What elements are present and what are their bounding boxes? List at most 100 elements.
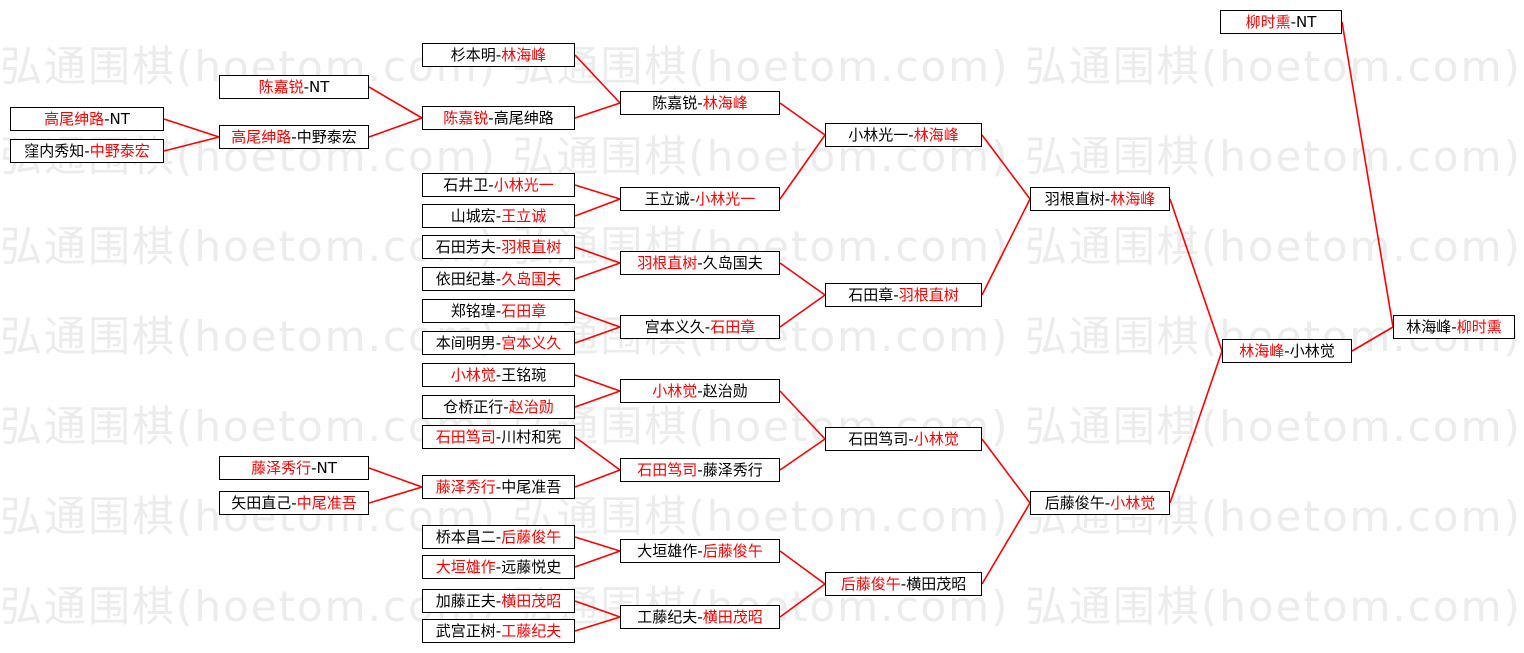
winner-name: 林海峰 (702, 94, 748, 112)
match-box: 本间明男-宫本义久 (422, 331, 575, 355)
connector-line (368, 467, 423, 488)
separator: - (697, 254, 703, 272)
connector-line (981, 438, 1031, 504)
separator: - (495, 302, 502, 320)
separator: - (908, 126, 914, 144)
connector-line (779, 390, 826, 440)
connector-line (163, 118, 220, 138)
winner-name: 小林光一 (695, 190, 756, 208)
connector-line (574, 198, 621, 217)
loser-name: 王立诚 (644, 190, 690, 208)
separator: - (488, 109, 494, 127)
connector-line (574, 326, 621, 344)
connector-line (574, 390, 621, 408)
loser-name: 杉本明 (450, 46, 496, 64)
winner-name: 石田章 (710, 318, 756, 336)
winner-name: 小林觉 (450, 366, 496, 384)
winner-name: 后藤俊午 (501, 528, 562, 546)
separator: - (84, 142, 90, 160)
winner-name: 横田茂昭 (702, 608, 763, 626)
connector-line (574, 246, 621, 264)
match-box: 宫本义久-石田章 (620, 315, 780, 339)
separator: - (495, 46, 502, 64)
separator: - (1104, 190, 1111, 208)
separator: - (495, 207, 502, 225)
match-box: 陈嘉锐-NT (219, 75, 369, 99)
match-box: 后藤俊午-横田茂昭 (825, 572, 982, 596)
separator: - (900, 575, 907, 593)
loser-name: 小林觉 (1289, 342, 1335, 360)
connector-line (981, 198, 1031, 296)
loser-name: 本间明男 (435, 334, 496, 352)
match-box: 工藤纪夫-横田茂昭 (620, 605, 780, 629)
winner-name: 小林觉 (652, 382, 698, 400)
winner-name: 林海峰 (1239, 342, 1285, 360)
winner-name: 石田笃司 (435, 428, 496, 446)
winner-name: 陈嘉锐 (443, 109, 489, 127)
connector-line (779, 134, 826, 200)
separator: - (303, 78, 310, 96)
winner-name: 藤泽秀行 (435, 478, 496, 496)
loser-name: 大垣雄作 (637, 542, 698, 560)
match-box: 大垣雄作-远藤悦史 (422, 555, 575, 579)
separator: - (503, 398, 509, 416)
winner-name: 后藤俊午 (702, 542, 763, 560)
winner-name: 羽根直树 (898, 286, 959, 304)
connector-line (779, 583, 826, 618)
connector-line (574, 469, 621, 488)
winner-name: 王立诚 (501, 207, 547, 225)
connector-line (1169, 350, 1223, 504)
separator: - (495, 622, 502, 640)
winner-name: 久岛国夫 (501, 270, 562, 288)
separator: - (495, 428, 502, 446)
separator: - (104, 110, 110, 128)
connector-line (981, 134, 1031, 200)
match-box: 柳时熏-NT (1220, 10, 1342, 34)
loser-name: NT (309, 78, 330, 96)
match-box: 林海峰-柳时熏 (1393, 315, 1515, 339)
match-box: 高尾绅路-中野泰宏 (219, 125, 369, 149)
separator: - (893, 286, 899, 304)
loser-name: 窪内秀知 (24, 142, 85, 160)
separator: - (697, 382, 703, 400)
winner-name: 石田笃司 (637, 461, 698, 479)
winner-name: 石田章 (501, 302, 547, 320)
winner-name: 羽根直树 (637, 254, 698, 272)
connector-line (368, 86, 423, 119)
separator: - (1284, 342, 1290, 360)
connector-line (574, 436, 621, 471)
match-box: 陈嘉锐-林海峰 (620, 91, 780, 115)
loser-name: 川村和宪 (501, 428, 562, 446)
loser-name: 横田茂昭 (906, 575, 967, 593)
connector-line (1341, 21, 1394, 328)
match-box: 石田笃司-川村和宪 (422, 425, 575, 449)
separator: - (1451, 318, 1457, 336)
separator: - (1104, 494, 1111, 512)
loser-name: NT (316, 459, 337, 477)
separator: - (495, 334, 502, 352)
match-box: 石田芳夫-羽根直树 (422, 235, 575, 259)
match-box: 郑铭瑝-石田章 (422, 299, 575, 323)
separator: - (495, 270, 502, 288)
separator: - (1290, 13, 1297, 31)
connector-line (779, 294, 826, 328)
loser-name: 藤泽秀行 (702, 461, 763, 479)
loser-name: 远藤悦史 (501, 558, 562, 576)
loser-name: 工藤纪夫 (637, 608, 698, 626)
separator: - (291, 494, 297, 512)
winner-name: 后藤俊午 (840, 575, 901, 593)
loser-name: 桥本昌二 (435, 528, 496, 546)
separator: - (488, 176, 494, 194)
connector-line (368, 486, 423, 504)
separator: - (697, 542, 703, 560)
winner-name: 陈嘉锐 (258, 78, 304, 96)
match-box: 石田章-羽根直树 (825, 283, 982, 307)
match-box: 石井卫-小林光一 (422, 173, 575, 197)
loser-name: 王铭琬 (501, 366, 547, 384)
loser-name: 加藤正夫 (435, 592, 496, 610)
connector-line (981, 502, 1031, 585)
connector-line (574, 54, 621, 104)
loser-name: 武宫正树 (435, 622, 496, 640)
connector-line (1169, 198, 1223, 352)
